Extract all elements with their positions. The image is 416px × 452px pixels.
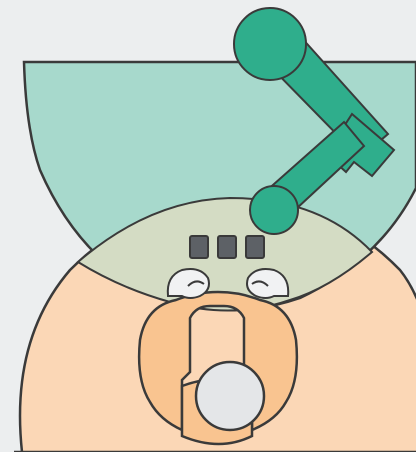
operator-left-thumb [187,280,205,287]
operator-head [194,360,266,432]
operator-right-thumb [251,280,269,287]
operator-right-hand [246,268,290,299]
control-button-3[interactable] [245,235,265,259]
control-button-2[interactable] [217,235,237,259]
robot-arm-wrist-joint [249,185,299,235]
control-button-1[interactable] [189,235,209,259]
robot-arm-base-joint [233,7,307,81]
operator-left-hand [166,268,210,299]
